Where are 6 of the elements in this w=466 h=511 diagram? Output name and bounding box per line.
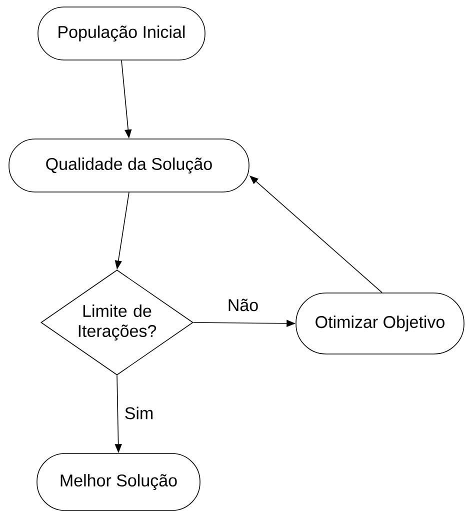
terminal-box: População Inicial xyxy=(38,6,206,60)
edge-label: Sim xyxy=(123,406,155,420)
terminal-box: Melhor Solução xyxy=(36,453,200,511)
edge-label: Não xyxy=(226,298,260,312)
terminal-box: Qualidade da Solução xyxy=(8,138,250,192)
terminal-box: Otimizar Objetivo xyxy=(296,292,464,354)
